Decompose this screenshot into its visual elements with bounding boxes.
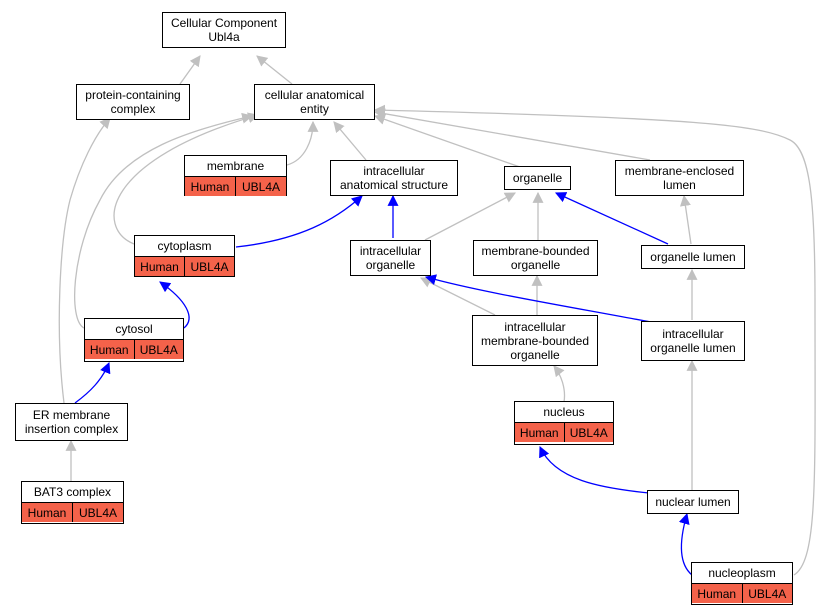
node-nucleoplasm[interactable]: nucleoplasm Human UBL4A (691, 562, 793, 605)
edge-nuclear-lumen-part-of-nucleus (539, 445, 650, 494)
edge-membrane-enclosed-to-cellular-anatomical (373, 108, 651, 161)
node-bat3-complex[interactable]: BAT3 complex Human UBL4A (21, 481, 124, 524)
annotation-row: Human UBL4A (22, 503, 123, 522)
node-line: cellular anatomical (264, 88, 365, 102)
node-line: intracellular (662, 327, 724, 341)
node-line: membrane-bounded (480, 333, 590, 348)
gene-cell[interactable]: UBL4A (569, 425, 608, 440)
species-cell[interactable]: Human (22, 503, 73, 522)
node-protein-containing-complex[interactable]: protein-containing complex (76, 84, 190, 120)
annotation-row: Human UBL4A (692, 584, 792, 603)
edge-cytosol-part-of-cytoplasm (159, 281, 190, 329)
node-nuclear-lumen[interactable]: nuclear lumen (647, 490, 739, 514)
edge-cellular-anatomical-to-root (256, 55, 293, 85)
edge-er-membrane-to-protein-complex (58, 117, 111, 404)
node-organelle-lumen[interactable]: organelle lumen (641, 245, 745, 269)
edge-organelle-lumen-part-of-organelle (554, 192, 669, 245)
node-intracellular-organelle[interactable]: intracellular organelle (350, 240, 431, 276)
node-line: lumen (663, 178, 696, 192)
gene-cell[interactable]: UBL4A (190, 259, 229, 274)
edge-organelle-lumen-to-membrane-enclosed (679, 194, 692, 245)
node-label: cytoplasm (135, 236, 234, 257)
node-line: organelle (510, 347, 560, 362)
node-cellular-component-root[interactable]: Cellular Component Ubl4a (162, 12, 286, 48)
node-line: entity (300, 102, 329, 116)
edge-intracellular-organelle-lumen-part-of-intracellular-organelle (424, 274, 657, 324)
edge-cytosol-to-cellular-anatomical (73, 112, 254, 329)
node-organelle[interactable]: organelle (504, 166, 571, 190)
node-label: membrane (185, 156, 286, 177)
edge-membrane-to-cellular-anatomical (286, 120, 319, 166)
node-line: organelle (510, 258, 561, 272)
node-line: organelle (512, 171, 563, 185)
edge-nucleoplasm-part-of-nuclear-lumen (678, 512, 693, 576)
edge-organelle-to-cellular-anatomical (373, 114, 521, 168)
annotation-row: Human UBL4A (515, 423, 613, 442)
node-line: intracellular (359, 244, 422, 258)
node-line: organelle lumen (650, 341, 736, 355)
gene-cell[interactable]: UBL4A (78, 505, 118, 520)
node-line: organelle lumen (650, 250, 736, 264)
gene-cell[interactable]: UBL4A (139, 342, 178, 357)
node-intracellular-organelle-lumen[interactable]: intracellular organelle lumen (641, 321, 745, 361)
species-cell[interactable]: Human (692, 584, 743, 603)
node-nucleus[interactable]: nucleus Human UBL4A (514, 401, 614, 445)
node-line: nuclear lumen (655, 495, 731, 509)
node-membrane-enclosed-lumen[interactable]: membrane-enclosed lumen (615, 160, 744, 196)
node-line: protein-containing (85, 88, 181, 102)
edge-intracellular-mbo-to-intracellular-organelle (420, 277, 496, 316)
node-line: membrane-bounded (481, 244, 590, 258)
node-line: Cellular Component (170, 16, 278, 30)
gene-cell[interactable]: UBL4A (748, 586, 787, 601)
species-cell[interactable]: Human (135, 257, 185, 276)
node-intracellular-anatomical-structure[interactable]: intracellular anatomical structure (330, 160, 458, 196)
node-label: cytosol (85, 319, 183, 340)
edge-intracellular-organelle-to-organelle (424, 192, 516, 241)
edge-cytoplasm-to-cellular-anatomical (113, 112, 260, 245)
annotation-row: Human UBL4A (85, 340, 183, 359)
node-line: ER membrane (32, 408, 111, 422)
node-line: organelle (365, 258, 416, 272)
annotation-row: Human UBL4A (135, 257, 234, 276)
edge-er-membrane-part-of-cytosol (74, 361, 111, 404)
edge-cytoplasm-part-of-intracellular-anatomical (235, 195, 363, 248)
edge-nucleoplasm-to-cellular-anatomical (373, 104, 816, 576)
annotation-row: Human UBL4A (185, 177, 286, 196)
node-line: intracellular (504, 319, 566, 334)
node-label: nucleoplasm (692, 563, 792, 584)
node-cytoplasm[interactable]: cytoplasm Human UBL4A (134, 235, 235, 277)
edge-nucleus-to-intracellular-mbo (553, 365, 566, 403)
node-cellular-anatomical-entity[interactable]: cellular anatomical entity (254, 84, 375, 120)
edge-intracellular-anatomical-to-cellular-anatomical (333, 121, 367, 161)
node-er-membrane-insertion-complex[interactable]: ER membrane insertion complex (15, 403, 128, 441)
node-cytosol[interactable]: cytosol Human UBL4A (84, 318, 184, 362)
node-line: insertion complex (24, 422, 119, 436)
species-cell[interactable]: Human (185, 177, 236, 196)
species-cell[interactable]: Human (85, 340, 135, 359)
edge-protein-complex-to-root (179, 55, 201, 85)
node-membrane[interactable]: membrane Human UBL4A (184, 155, 287, 196)
node-line: membrane-enclosed (624, 164, 735, 178)
node-intracellular-membrane-bounded-organelle[interactable]: intracellular membrane-bounded organelle (472, 315, 598, 366)
node-membrane-bounded-organelle[interactable]: membrane-bounded organelle (473, 240, 598, 276)
node-line: anatomical structure (339, 178, 449, 192)
node-line: intracellular (363, 164, 425, 178)
species-cell[interactable]: Human (515, 423, 565, 442)
node-label: BAT3 complex (22, 482, 123, 503)
node-line: Ubl4a (208, 30, 240, 44)
node-line: complex (110, 102, 156, 116)
gene-cell[interactable]: UBL4A (241, 179, 281, 194)
node-label: nucleus (515, 402, 613, 423)
